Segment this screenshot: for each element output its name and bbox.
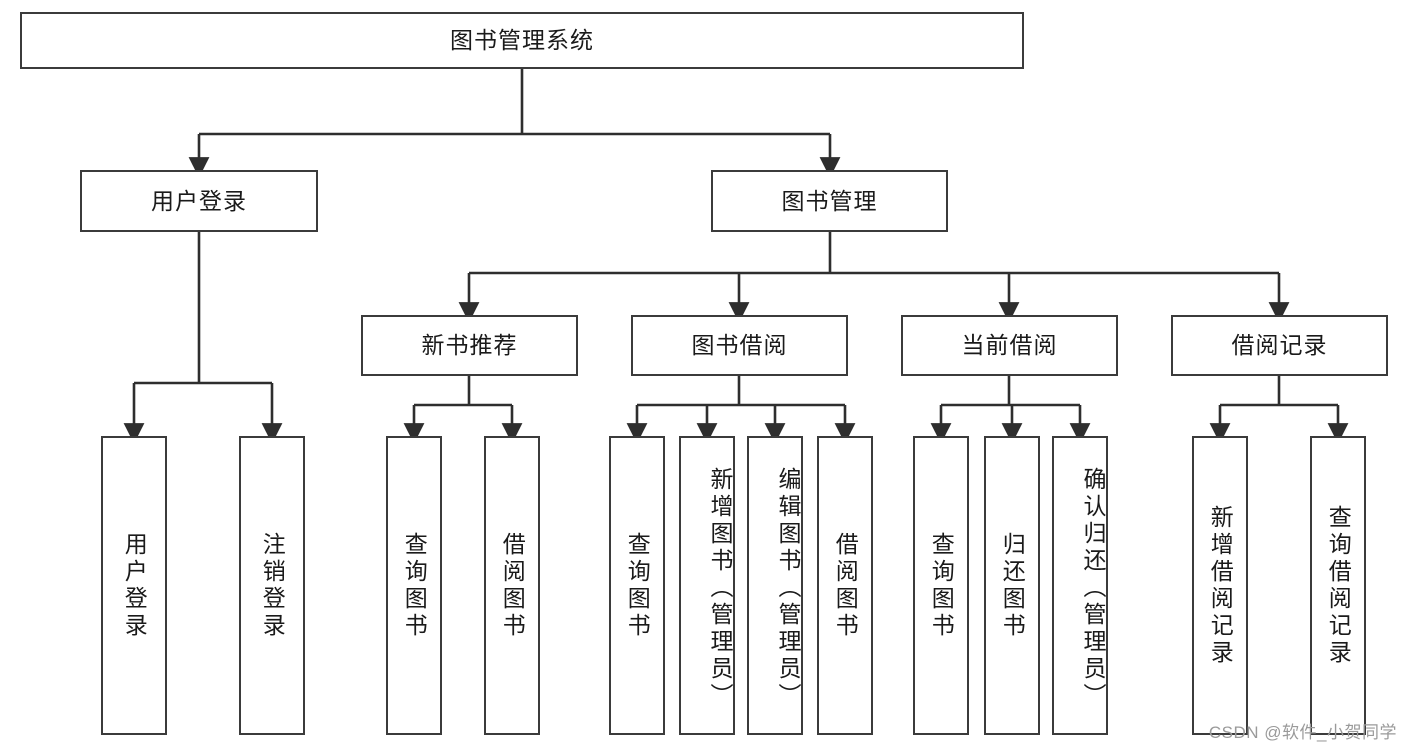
node-root[interactable]: 图书管理系统 [20,12,1024,69]
node-leaf-borrow-query-book-label: 查询图书 [624,531,651,640]
node-new-book-recommend-label: 新书推荐 [421,332,518,359]
node-leaf-user-login-label: 用户登录 [121,531,148,640]
node-book-management[interactable]: 图书管理 [711,170,948,232]
node-root-label: 图书管理系统 [450,27,594,54]
node-leaf-current-confirm-return[interactable]: 确认归还（管理员） [1052,436,1108,735]
node-user-login-label: 用户登录 [151,187,247,214]
csdn-watermark: CSDN @软件_小贺同学 [1208,723,1397,742]
node-book-borrow-label: 图书借阅 [691,332,788,359]
node-leaf-record-add[interactable]: 新增借阅记录 [1192,436,1248,735]
node-current-borrow-label: 当前借阅 [961,332,1058,359]
node-leaf-recommend-query-book[interactable]: 查询图书 [386,436,442,735]
node-leaf-recommend-query-book-label: 查询图书 [401,531,428,640]
node-leaf-borrow-edit-book-label: 编辑图书（管理员） [775,467,801,710]
node-leaf-user-login[interactable]: 用户登录 [101,436,167,735]
node-leaf-current-confirm-return-label: 确认归还（管理员） [1080,467,1106,710]
node-leaf-current-query-book[interactable]: 查询图书 [913,436,969,735]
node-user-login[interactable]: 用户登录 [80,170,318,232]
node-book-management-label: 图书管理 [781,187,878,214]
node-leaf-borrow-edit-book[interactable]: 编辑图书（管理员） [747,436,803,735]
node-leaf-record-query[interactable]: 查询借阅记录 [1310,436,1366,735]
node-borrow-record-label: 借阅记录 [1231,332,1328,359]
node-leaf-recommend-borrow-book[interactable]: 借阅图书 [484,436,540,735]
node-leaf-borrow-borrow-book-label: 借阅图书 [832,531,859,640]
node-leaf-recommend-borrow-book-label: 借阅图书 [499,531,526,640]
node-leaf-borrow-add-book[interactable]: 新增图书（管理员） [679,436,735,735]
node-book-borrow[interactable]: 图书借阅 [631,315,848,376]
node-leaf-current-return-book-label: 归还图书 [999,531,1026,640]
node-new-book-recommend[interactable]: 新书推荐 [361,315,578,376]
node-leaf-record-query-label: 查询借阅记录 [1325,504,1352,667]
node-leaf-current-query-book-label: 查询图书 [928,531,955,640]
node-leaf-borrow-add-book-label: 新增图书（管理员） [707,467,733,710]
node-current-borrow[interactable]: 当前借阅 [901,315,1118,376]
node-leaf-borrow-query-book[interactable]: 查询图书 [609,436,665,735]
node-leaf-borrow-borrow-book[interactable]: 借阅图书 [817,436,873,735]
node-borrow-record[interactable]: 借阅记录 [1171,315,1388,376]
node-leaf-record-add-label: 新增借阅记录 [1207,504,1234,667]
node-leaf-current-return-book[interactable]: 归还图书 [984,436,1040,735]
node-leaf-user-logout-label: 注销登录 [259,531,286,640]
node-leaf-user-logout[interactable]: 注销登录 [239,436,305,735]
